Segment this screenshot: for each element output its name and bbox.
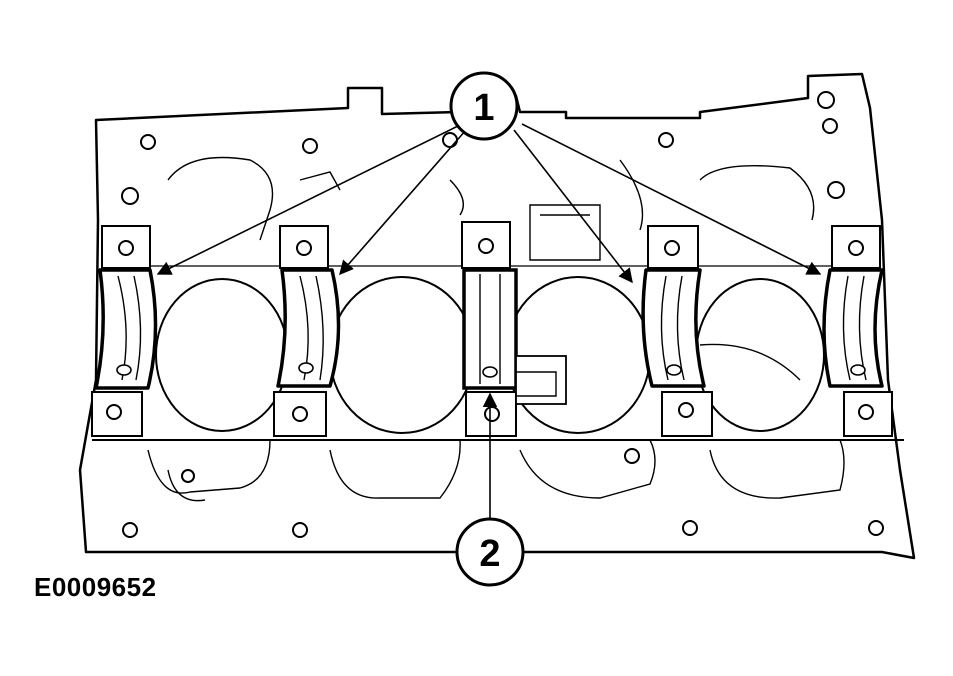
bearing-cap-bosses: [91, 221, 893, 437]
bearing-shell-4: [641, 268, 706, 388]
shell-oil-holes: [116, 362, 866, 376]
cap-bolt-holes: [106, 238, 874, 422]
figure-id-label: E0009652: [34, 572, 157, 602]
callout-1-number: 1: [473, 87, 494, 129]
bearing-shell-5: [822, 268, 884, 388]
thrust-bearing-shell: [462, 268, 567, 405]
callout-1: 1: [449, 71, 519, 141]
callout-1-leaders: [156, 123, 822, 284]
callout-2-number: 2: [479, 533, 500, 575]
shell-oil-grooves: [117, 275, 867, 381]
callout-2: 2: [455, 517, 525, 587]
bolt-holes: [121, 91, 884, 538]
casting-contours: [147, 156, 845, 502]
